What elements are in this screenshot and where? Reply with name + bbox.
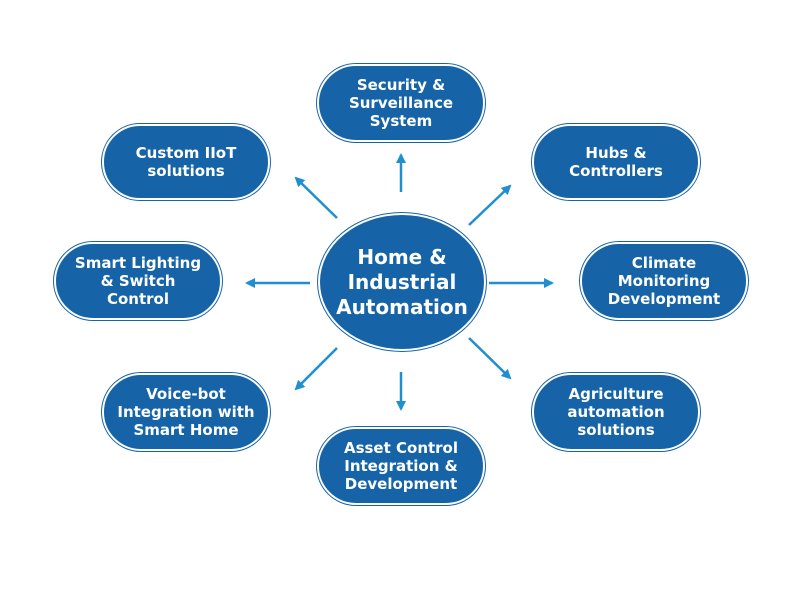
- arrow-to-voice: [294, 347, 338, 391]
- center-hub: Home & Industrial Automation: [318, 213, 486, 351]
- node-climate-monitoring: Climate Monitoring Development: [580, 242, 748, 320]
- arrow-to-iiot: [294, 176, 338, 219]
- node-agriculture-automation: Agriculture automation solutions: [532, 373, 700, 451]
- node-asset-control: Asset Control Integration & Development: [317, 427, 485, 505]
- node-security-surveillance: Security & Surveillance System: [317, 64, 485, 142]
- node-custom-iiot: Custom IIoT solutions: [102, 124, 270, 200]
- node-hubs-controllers: Hubs & Controllers: [532, 124, 700, 200]
- arrow-to-hubs: [468, 184, 512, 226]
- arrow-to-agriculture: [468, 337, 512, 380]
- node-voice-bot: Voice-bot Integration with Smart Home: [102, 373, 270, 451]
- node-smart-lighting: Smart Lighting & Switch Control: [54, 242, 222, 320]
